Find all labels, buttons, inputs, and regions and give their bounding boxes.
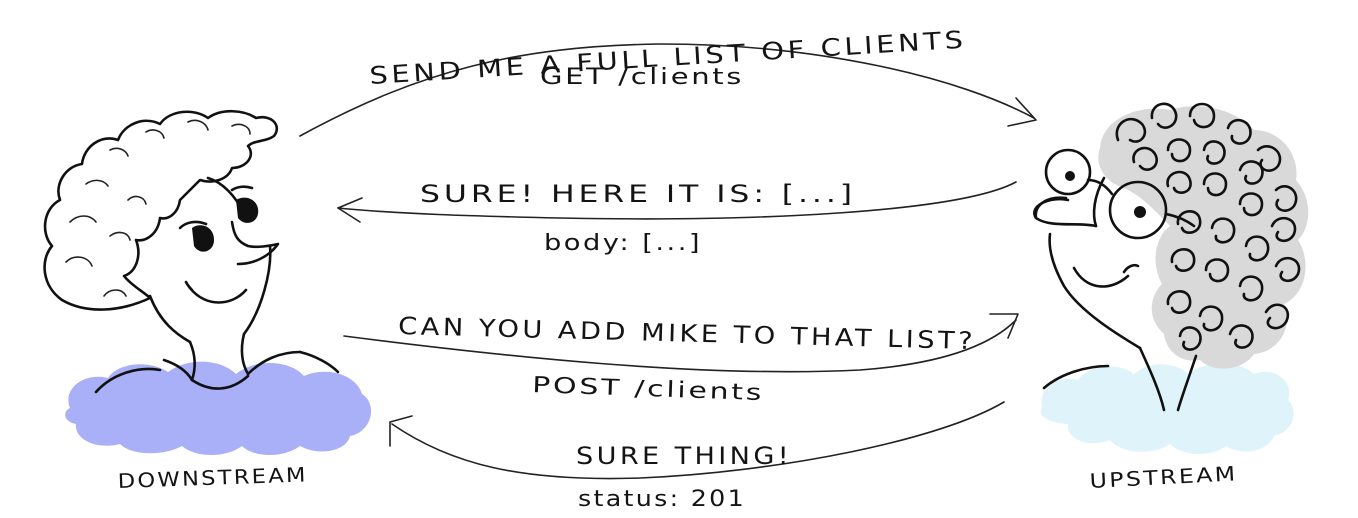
downstream-hair <box>43 109 279 311</box>
upstream-face <box>1033 148 1198 412</box>
upstream-shirt <box>1040 363 1294 455</box>
downstream-left-eye <box>192 225 214 252</box>
downstream-collar <box>94 350 340 394</box>
downstream-smile <box>188 286 248 304</box>
message-3-text: CAN YOU ADD MIKE TO THAT LIST? <box>398 312 977 355</box>
upstream-glasses <box>1044 148 1196 240</box>
arrow-response-get <box>337 181 1017 223</box>
downstream-person <box>43 109 372 455</box>
upstream-label: UPSTREAM <box>1089 461 1238 493</box>
message-1-detail: GET /clients <box>540 65 744 90</box>
upstream-smile <box>1072 266 1130 288</box>
message-2-text: SURE! HERE IT IS: [...] <box>420 180 856 208</box>
message-4-detail: status: 201 <box>578 487 746 512</box>
downstream-face <box>148 176 302 382</box>
downstream-label: DOWNSTREAM <box>117 462 308 493</box>
downstream-nose <box>230 220 280 266</box>
upstream-person <box>1033 102 1309 455</box>
downstream-shirt <box>65 361 372 455</box>
arrow-response-post <box>389 401 1005 480</box>
message-4-text: SURE THING! <box>576 442 792 470</box>
message-2-detail: body: [...] <box>544 231 702 256</box>
arrow-request-post <box>343 313 1019 373</box>
message-3-detail: POST /clients <box>532 373 765 406</box>
upstream-hair <box>1098 102 1309 369</box>
arrow-request-get <box>299 43 1037 137</box>
downstream-right-eye <box>236 197 259 223</box>
upstream-nose <box>1034 196 1068 220</box>
